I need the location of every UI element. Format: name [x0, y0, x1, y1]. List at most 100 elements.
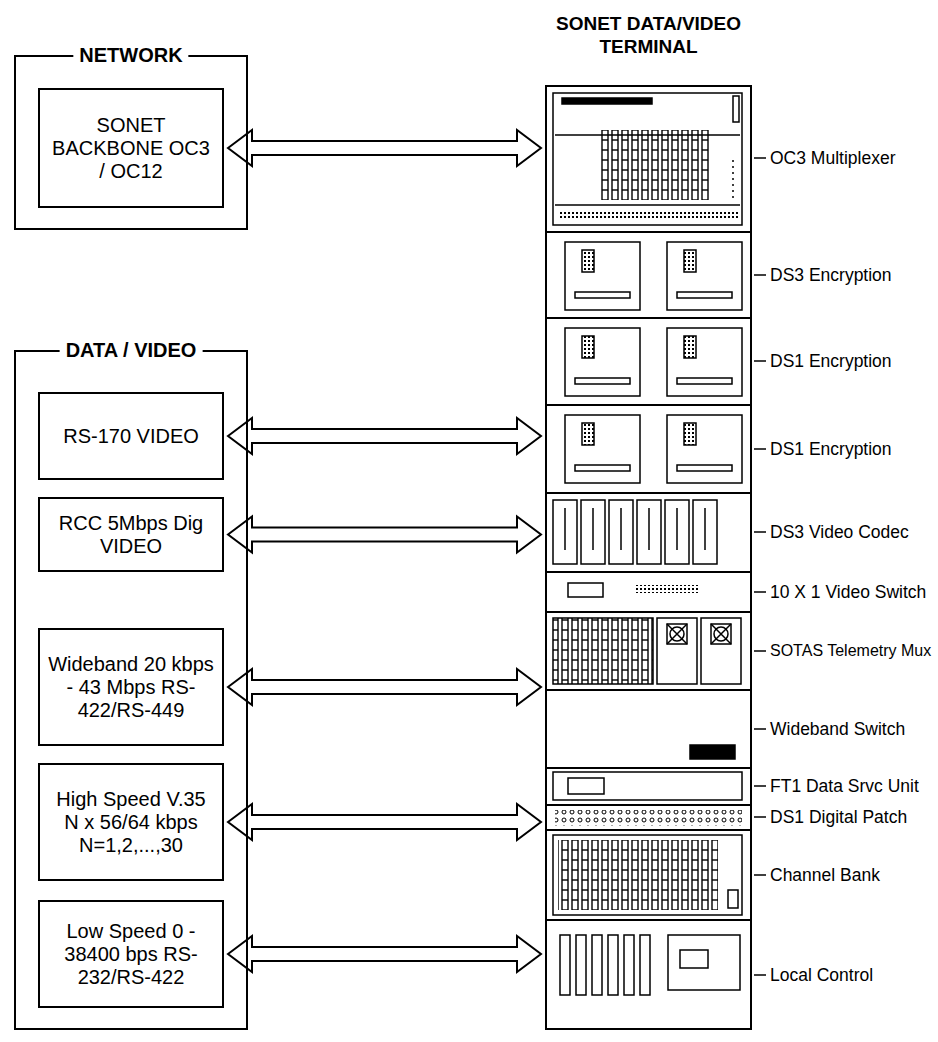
encryption-units	[575, 465, 630, 471]
video-codec	[553, 500, 577, 564]
group-heading: DATA / VIDEO	[60, 338, 203, 362]
group-heading: NETWORK	[73, 43, 188, 67]
oc3-multiplexer	[558, 212, 738, 220]
encryption-units	[565, 242, 742, 483]
leader-lines	[754, 874, 766, 876]
unit-label: 10 X 1 Video Switch	[770, 582, 926, 603]
encryption-units	[684, 250, 696, 272]
leader-lines	[754, 650, 766, 652]
encryption-units	[684, 423, 696, 445]
digital-patch	[555, 810, 742, 826]
rack-title: SONET DATA/VIDEO TERMINAL	[534, 13, 764, 59]
oc3-multiplexer	[555, 204, 740, 206]
leader-lines	[754, 728, 766, 730]
box-text: SONET BACKBONE OC3 / OC12	[48, 114, 214, 183]
local-control	[576, 935, 586, 995]
double-arrow	[228, 936, 541, 972]
video-codec	[581, 500, 605, 564]
encryption-units	[575, 292, 630, 298]
double-arrow	[228, 804, 541, 840]
oc3-multiplexer	[562, 98, 652, 104]
encryption-units	[582, 336, 594, 358]
unit-dividers	[545, 231, 752, 233]
sotas-mux	[657, 618, 697, 684]
encryption-units	[575, 378, 630, 384]
double-arrow	[228, 517, 541, 553]
unit-label: OC3 Multiplexer	[770, 148, 895, 169]
wideband-switch	[690, 745, 735, 759]
video-switch	[568, 583, 700, 597]
ft1-dsu	[568, 778, 604, 794]
interface-box: Low Speed 0 - 38400 bps RS-232/RS-422	[38, 900, 224, 1008]
leader-lines	[754, 816, 766, 818]
unit-dividers	[545, 767, 752, 769]
video-codec	[665, 500, 689, 564]
encryption-units	[667, 242, 742, 310]
oc3-multiplexer	[555, 134, 740, 136]
video-codec	[553, 500, 717, 564]
unit-label: DS1 Digital Patch	[770, 807, 907, 828]
oc3-multiplexer	[732, 160, 734, 200]
leader-lines	[754, 591, 766, 593]
oc3-multiplexer	[553, 93, 742, 225]
box-text: RCC 5Mbps Dig VIDEO	[48, 512, 214, 558]
sotas-mux	[701, 618, 741, 684]
interface-box: RCC 5Mbps Dig VIDEO	[38, 497, 224, 572]
ft1-dsu	[553, 772, 742, 800]
leader-lines	[754, 274, 766, 276]
leader-lines	[754, 360, 766, 362]
sotas-mux	[711, 624, 731, 644]
sotas-mux	[667, 624, 687, 644]
local-control	[608, 935, 618, 995]
encryption-units	[565, 328, 640, 396]
unit-label: FT1 Data Srvc Unit	[770, 776, 919, 797]
interface-box: High Speed V.35 N x 56/64 kbps N=1,2,...…	[38, 763, 224, 881]
unit-dividers	[545, 611, 752, 613]
unit-dividers	[545, 689, 752, 691]
unit-label: DS3 Video Codec	[770, 522, 909, 543]
video-codec	[704, 508, 706, 550]
interface-box: Wideband 20 kbps - 43 Mbps RS-422/RS-449	[38, 628, 224, 746]
sotas-mux	[667, 624, 687, 644]
equipment-rack: SONET DATA/VIDEO TERMINAL	[545, 85, 752, 1030]
box-text: RS-170 VIDEO	[63, 425, 199, 448]
unit-dividers	[545, 919, 752, 921]
ft1-dsu	[553, 772, 742, 800]
unit-label: DS1 Encryption	[770, 439, 892, 460]
data-video-group: DATA / VIDEORS-170 VIDEORCC 5Mbps Dig VI…	[14, 350, 248, 1030]
double-arrow	[228, 130, 541, 166]
leader-lines	[754, 785, 766, 787]
wideband-switch	[690, 745, 735, 759]
oc3-multiplexer	[553, 93, 742, 225]
unit-label: DS1 Encryption	[770, 351, 892, 372]
unit-dividers	[545, 571, 752, 573]
video-switch	[636, 585, 700, 593]
box-text: High Speed V.35 N x 56/64 kbps N=1,2,...…	[48, 788, 214, 857]
channel-bank	[728, 890, 738, 908]
video-codec	[609, 500, 633, 564]
unit-dividers	[545, 492, 752, 494]
double-arrow	[228, 669, 541, 705]
unit-dividers	[545, 404, 752, 406]
leader-lines	[754, 158, 766, 975]
encryption-units	[667, 328, 742, 396]
unit-dividers	[545, 232, 752, 920]
unit-label: Channel Bank	[770, 865, 880, 886]
encryption-units	[677, 292, 732, 298]
sotas-mux	[670, 627, 684, 641]
digital-patch	[555, 810, 742, 826]
channel-bank	[553, 835, 742, 915]
video-codec	[693, 500, 717, 564]
leader-lines	[754, 448, 766, 450]
sotas-mux	[714, 627, 728, 641]
video-codec	[637, 500, 661, 564]
unit-dividers	[545, 317, 752, 319]
local-control	[680, 950, 708, 968]
video-switch	[568, 583, 603, 597]
leader-lines	[754, 157, 766, 159]
box-text: Low Speed 0 - 38400 bps RS-232/RS-422	[48, 920, 214, 989]
leader-lines	[754, 974, 766, 976]
encryption-units	[677, 378, 732, 384]
unit-label: Local Control	[770, 965, 873, 986]
unit-label: DS3 Encryption	[770, 265, 892, 286]
